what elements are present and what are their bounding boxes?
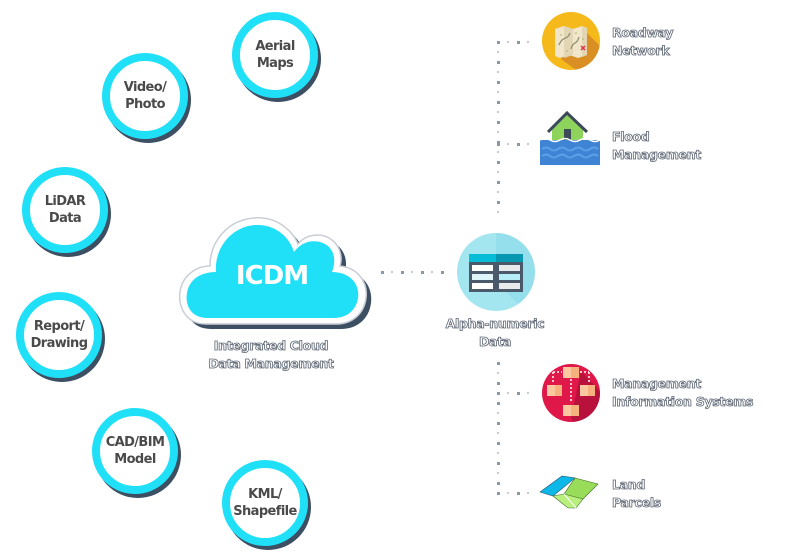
cloud-icon: ICDM [178,217,372,329]
connector-dot [497,432,499,434]
connector-dot [497,171,499,173]
output-label-management-information-systems: Management Information Systems [612,376,754,410]
connector-dot [507,492,509,494]
connector-dot [507,41,509,43]
connector-dot [497,402,500,405]
connector-dot [497,161,500,164]
connector-dot [497,143,500,146]
connector-dot [497,131,499,133]
connector-dot [497,362,500,365]
connector-dot [497,392,500,395]
source-lidar-data: LiDAR Data [22,167,108,253]
connector-dot [497,181,500,184]
connector-dot [497,91,499,93]
source-label: Video/ Photo [123,80,167,112]
connector-dot [497,201,500,204]
connector-dot [497,492,500,495]
connector-label: Alpha-numeric Data [445,316,545,350]
connector-dot [497,151,499,153]
connector-dot [527,392,529,394]
connector-dot [497,211,499,213]
connector-dot [497,41,500,44]
source-label: Report/ Drawing [30,319,88,351]
land-parcel-icon [539,475,599,509]
map-icon [542,12,600,70]
hub-title: ICDM [236,261,308,291]
connector-dot [517,492,520,495]
connector-dot [517,143,520,146]
connector-dot [507,392,509,394]
connector-dot [497,81,500,84]
output-label-roadway-network: Roadway Network [612,25,674,59]
connector-dot [411,271,413,273]
connector-dot [497,372,499,374]
table-icon [457,233,535,311]
connector-dot [391,271,393,273]
connector-dot [497,482,500,485]
connector-dot [497,141,500,144]
hub-subtitle: Integrated Cloud Data Management [208,338,334,372]
connector-dot [497,412,499,414]
connector-dot [517,41,520,44]
connector-dot [431,271,433,273]
connector-dot [497,111,499,113]
flooded-house-icon [540,110,600,165]
connector-dot [497,61,500,64]
source-aerial-maps: Aerial Maps [232,12,318,98]
source-report-drawing: Report/ Drawing [16,292,102,378]
connector-dot [497,191,499,193]
source-video-photo: Video/ Photo [102,53,188,139]
connector-dot [497,452,499,454]
connector-dot [497,101,500,104]
output-label-flood-management: Flood Management [612,129,702,163]
source-label: KML/ Shapefile [233,487,297,519]
connector-dot [507,143,509,145]
connector-dot [497,442,500,445]
connector-dot [497,382,500,385]
flowchart-icon [542,364,600,422]
output-label-land-parcels: Land Parcels [612,477,662,511]
connector-dot [517,392,520,395]
connector-dot [497,71,499,73]
connector-dot [527,143,529,145]
connector-dot [527,492,529,494]
connector-dot [421,271,424,274]
connector-dot [497,422,500,425]
connector-dot [497,121,500,124]
connector-dot [497,462,500,465]
source-kml-shapefile: KML/ Shapefile [222,460,308,546]
source-label: LiDAR Data [44,194,86,226]
connector-dot [497,51,499,53]
connector-dot [401,271,404,274]
connector-dot [381,271,384,274]
connector-dot [441,271,444,274]
source-cad-bim-model: CAD/BIM Model [92,408,178,494]
connector-dot [527,41,529,43]
connector-dot [497,472,499,474]
source-label: Aerial Maps [255,39,295,71]
source-label: CAD/BIM Model [105,435,165,467]
